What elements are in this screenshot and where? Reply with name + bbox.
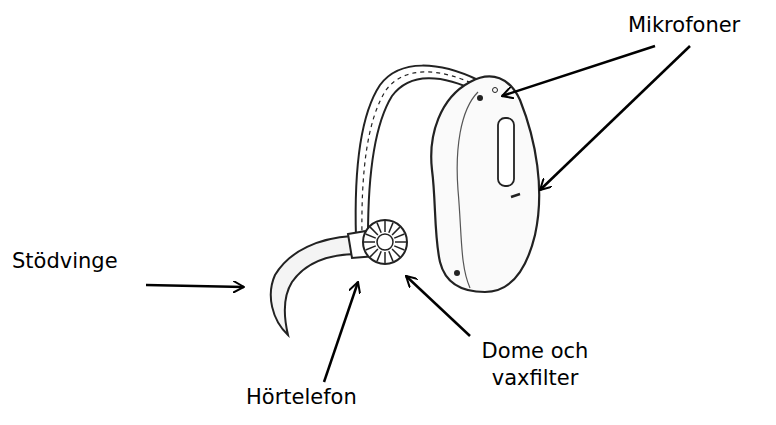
dome-wax-filter — [363, 220, 407, 264]
part-label: Stödvinge — [12, 248, 118, 275]
leader-arrows — [146, 46, 690, 382]
hearing-aid-body — [431, 76, 539, 292]
part-label: Mikrofoner — [628, 12, 740, 39]
part-label: Hörtelefon — [246, 384, 357, 411]
part-label: Dome och vaxfilter — [470, 338, 600, 393]
